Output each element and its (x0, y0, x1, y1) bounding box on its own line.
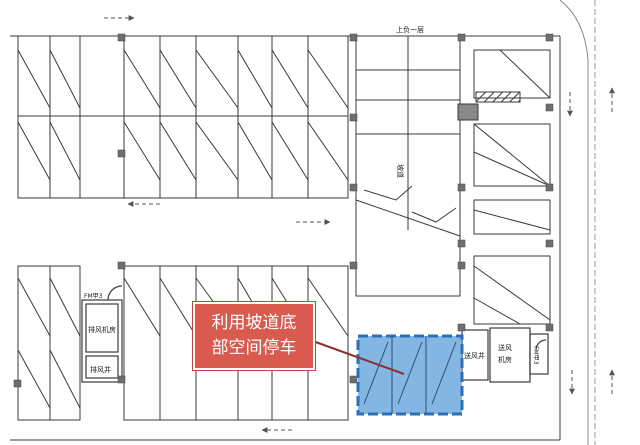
right-room-name-2: 机房 (498, 355, 512, 364)
left-room-name: 排风机房 (88, 325, 116, 334)
core-column (457, 103, 479, 121)
parking-block-bottom-left (17, 265, 349, 421)
callout-box: 利用坡道底 部空间停车 (193, 302, 315, 370)
hatched-zone (475, 91, 521, 103)
callout-line-1: 利用坡道底 (211, 313, 297, 333)
ramp-top-label: 上负一层 (396, 25, 424, 34)
parking-block-top-left (17, 35, 349, 199)
traffic-arrows (104, 15, 615, 433)
ramp-mid-label: 坡道 (396, 164, 405, 178)
site-boundary-line (559, 0, 589, 445)
right-room-name-1: 送风 (498, 343, 512, 352)
right-shaft-label: 送风井 (464, 351, 485, 360)
ramp (355, 35, 461, 297)
parking-block-right (473, 49, 551, 325)
structural-columns (13, 33, 554, 388)
left-shaft-label: 排风井 (90, 365, 111, 374)
ramp-bottom-parking-highlight (356, 334, 464, 416)
callout-leader (309, 339, 405, 375)
left-room-code: FM甲3 (84, 293, 103, 300)
callout-line-2: 部空间停车 (211, 338, 297, 358)
right-door-code: FM甲3 (532, 346, 539, 365)
left-fan-room (81, 285, 123, 383)
